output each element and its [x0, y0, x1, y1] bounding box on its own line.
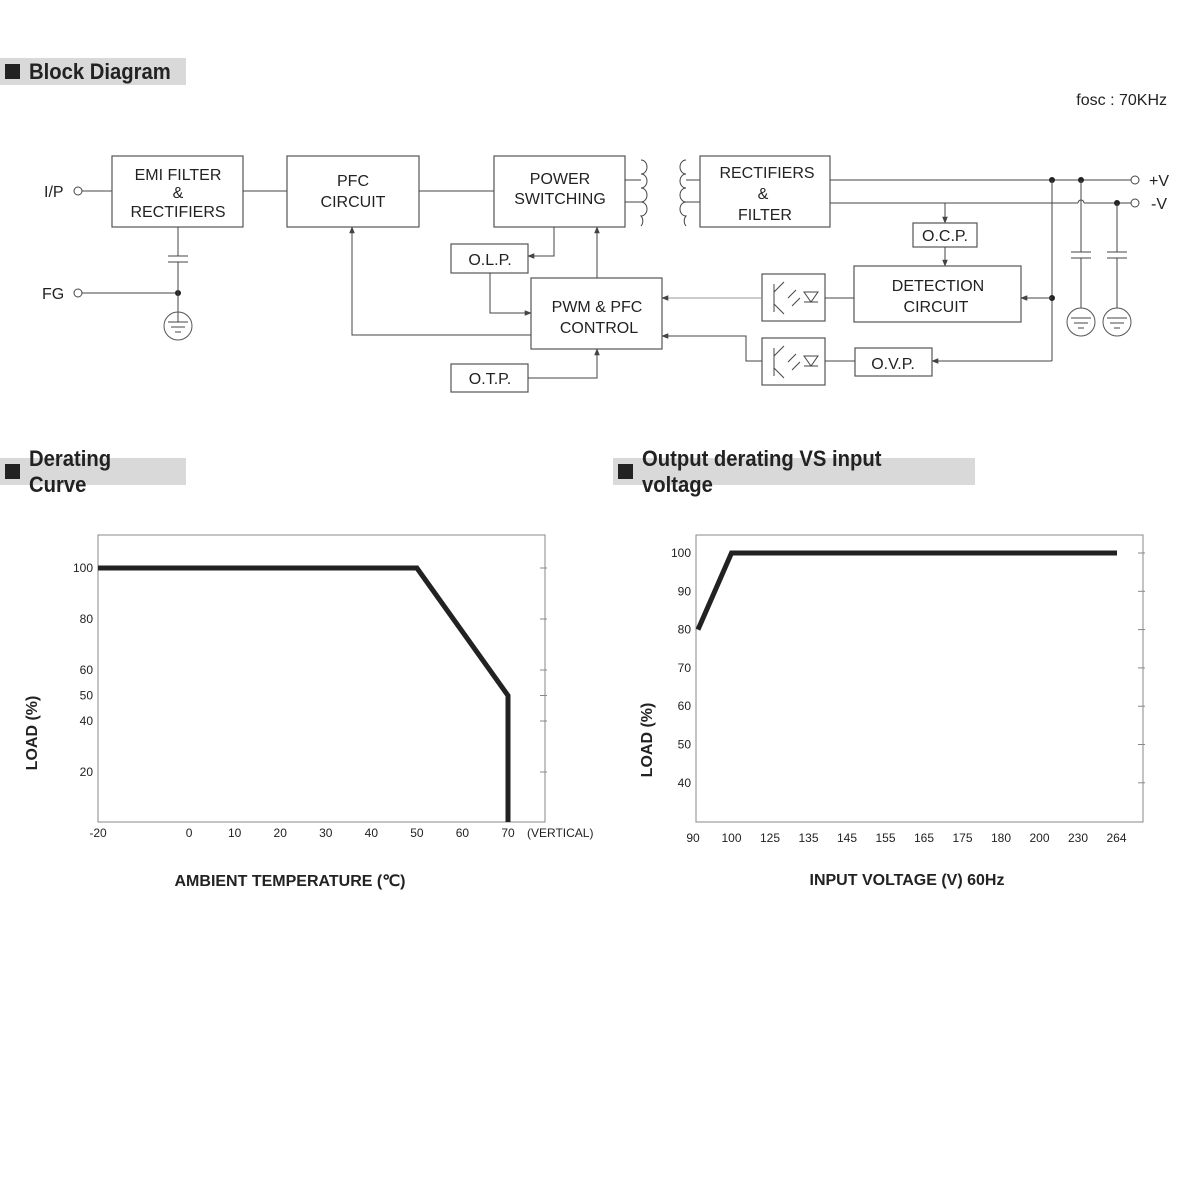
chart1-xtick-label: 40 [365, 826, 379, 840]
derating-curve-title: Derating Curve [28, 445, 112, 497]
chart2-xtick-label: 125 [760, 831, 780, 845]
chart1-ylabel: LOAD (%) [24, 696, 41, 771]
otp-label: O.T.P. [469, 371, 511, 388]
block-diagram-title: Block Diagram [29, 58, 171, 84]
block-diagram-header: Block Diagram [0, 58, 186, 85]
ground-icon [1102, 307, 1132, 337]
neg-label: -V [1151, 196, 1167, 213]
emi-line1: EMI FILTER [135, 167, 222, 184]
chart2-xtick-label: 145 [837, 831, 857, 845]
ip-label: I/P [44, 184, 64, 201]
ovp-label: O.V.P. [871, 356, 915, 373]
chart1-xlabel: AMBIENT TEMPERATURE (℃) [175, 873, 406, 890]
chart2-xtick-label: 175 [952, 831, 972, 845]
chart1-xtick-label: 50 [410, 826, 424, 840]
chart1-xtick-label: 60 [456, 826, 470, 840]
ground-icon [1066, 307, 1096, 337]
chart2-ytick-label: 100 [671, 546, 691, 560]
rectifiers-filter-block [699, 155, 831, 228]
chart2-xtick-label: 230 [1068, 831, 1088, 845]
chart1-xtick-label: -20 [89, 826, 107, 840]
chart2-ytick-label: 70 [678, 661, 692, 675]
fg-label: FG [42, 286, 64, 303]
chart2-ytick-label: 40 [678, 776, 692, 790]
rect-line2: & [758, 186, 769, 203]
chart1-ytick-label: 60 [80, 663, 94, 677]
output-derating-title: Output derating VS input voltage [641, 445, 882, 497]
emi-filter-block [111, 155, 244, 228]
chart1-ytick-label: 50 [80, 689, 94, 703]
chart2-ylabel: LOAD (%) [639, 703, 656, 778]
chart2-xtick-label: 200 [1029, 831, 1049, 845]
optocoupler-icon [761, 337, 826, 386]
pfc-circuit-block [286, 155, 420, 228]
chart1-ytick-label: 100 [73, 561, 93, 575]
header-square-icon [5, 464, 20, 479]
chart1-ytick-label: 40 [80, 714, 94, 728]
chart2-series-line [695, 550, 1117, 631]
chart2-plot-frame [695, 534, 1144, 823]
pwm-line2: CONTROL [560, 320, 638, 337]
header-square-icon [5, 64, 20, 79]
chart2-xtick-label: 90 [686, 831, 700, 845]
chart2-xtick-label: 180 [991, 831, 1011, 845]
rect-line1: RECTIFIERS [719, 165, 814, 182]
derating-curve-header: Derating Curve [0, 446, 186, 497]
power-switching-block [493, 155, 626, 228]
pos-label: +V [1149, 173, 1169, 190]
ip-terminal [73, 186, 83, 196]
detect-line1: DETECTION [892, 278, 984, 295]
chart2-xtick-label: 165 [914, 831, 934, 845]
optocoupler-icon [761, 273, 826, 322]
output-derating-header: Output derating VS input voltage [613, 446, 975, 497]
detection-circuit-block [853, 265, 1022, 323]
pos-terminal [1130, 175, 1140, 185]
olp-label: O.L.P. [468, 252, 511, 269]
ovp-block [854, 347, 933, 377]
chart2-xtick-label: 264 [1106, 831, 1126, 845]
pfc-line2: CIRCUIT [321, 194, 386, 211]
chart2-xtick-label: 135 [798, 831, 818, 845]
chart2-ytick-label: 90 [678, 584, 692, 598]
chart1-xtick-label: 0 [186, 826, 193, 840]
chart1-series-line [98, 565, 511, 822]
chart2-xtick-label: 100 [721, 831, 741, 845]
output-derating-chart: 40 50 60 70 80 90 100 90 100 125 135 145 155 165 175 1… [639, 534, 1145, 889]
transformer-icon [625, 159, 700, 227]
chart1-ytick-label: 20 [80, 765, 94, 779]
chart1-plot-frame [97, 534, 546, 823]
header-square-icon [618, 464, 633, 479]
chart1-xtick-label: 70 [501, 826, 515, 840]
chart1-xtick-label: 10 [228, 826, 242, 840]
power-line1: POWER [530, 171, 590, 188]
chart1-xtick-label: 20 [274, 826, 288, 840]
emi-line2: & [173, 185, 184, 202]
chart1-xtick-label: 30 [319, 826, 333, 840]
pwm-line1: PWM & PFC [552, 299, 643, 316]
fosc-label: fosc : 70KHz [1076, 92, 1167, 109]
olp-block [450, 243, 529, 274]
chart2-ytick-label: 60 [678, 699, 692, 713]
fg-terminal [73, 288, 83, 298]
rect-line3: FILTER [738, 207, 792, 224]
ground-icon [163, 311, 193, 341]
power-line2: SWITCHING [514, 191, 606, 208]
pfc-line1: PFC [337, 173, 369, 190]
chart2-ytick-label: 50 [678, 738, 692, 752]
chart2-xtick-label: 155 [875, 831, 895, 845]
emi-line3: RECTIFIERS [130, 204, 225, 221]
derating-curve-chart: 20 40 50 60 80 100 -20 0 10 20 30 40 50 60 70 (VERTIC… [24, 534, 593, 890]
neg-terminal [1130, 198, 1140, 208]
block-diagram: fosc : 70KHz I/P FG EMI FILTER & RECTIFI… [42, 92, 1169, 393]
ocp-label: O.C.P. [922, 228, 968, 245]
chart2-xlabel: INPUT VOLTAGE (V) 60Hz [810, 872, 1005, 889]
chart2-ytick-label: 80 [678, 623, 692, 637]
chart1-x-note: (VERTICAL) [527, 826, 593, 840]
detect-line2: CIRCUIT [904, 299, 969, 316]
chart1-ytick-label: 80 [80, 612, 94, 626]
